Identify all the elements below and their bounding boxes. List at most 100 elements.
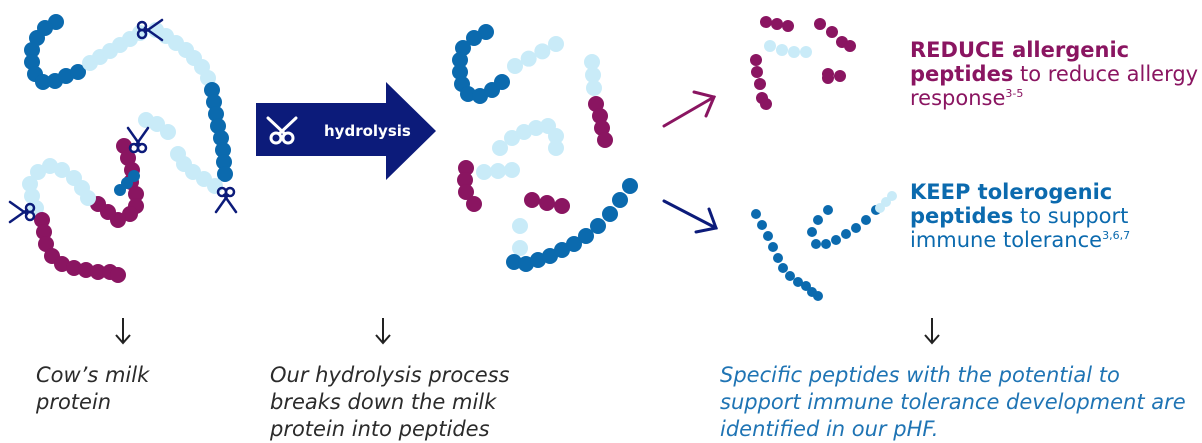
peptide-bead xyxy=(528,120,544,136)
hydrolysis-arrow-label: hydrolysis xyxy=(324,122,411,140)
peptide-bead xyxy=(622,178,638,194)
peptide-bead xyxy=(458,160,474,176)
peptide-bead xyxy=(455,40,471,56)
scissors-icon xyxy=(126,126,150,154)
peptide-bead xyxy=(204,82,220,98)
peptide-bead xyxy=(110,267,126,283)
peptide-bead xyxy=(585,67,601,83)
peptide-bead xyxy=(822,72,834,84)
hydrolysis-arrow: hydrolysis xyxy=(256,82,436,180)
peptide-bead xyxy=(592,108,608,124)
peptide-bead xyxy=(466,30,482,46)
peptide-bead xyxy=(754,78,766,90)
peptide-d xyxy=(588,96,613,148)
down-arrow-cows-milk xyxy=(115,318,131,345)
caption-cows-milk: Cow’s milk protein xyxy=(36,363,150,414)
scissors-icon xyxy=(8,200,36,224)
peptide-bead xyxy=(206,94,222,110)
kept-peptides-1 xyxy=(751,209,823,301)
peptide-f xyxy=(457,160,482,212)
peptide-bead xyxy=(800,46,812,58)
protein-chain-6 xyxy=(138,112,176,140)
peptide-bead xyxy=(612,192,628,208)
peptide-bead xyxy=(66,170,82,186)
peptide-bead xyxy=(776,44,788,56)
peptide-g xyxy=(476,162,520,180)
peptide-bead xyxy=(751,209,761,219)
peptide-bead xyxy=(492,140,508,156)
peptide-b xyxy=(507,36,564,74)
kept-peptides-2 xyxy=(807,205,881,249)
peptide-bead xyxy=(520,50,537,67)
peptide-bead xyxy=(66,260,82,276)
scissors-icon xyxy=(214,186,238,214)
peptide-bead xyxy=(38,236,54,252)
scissors-icon xyxy=(136,18,164,42)
reduced-peptides-2 xyxy=(764,40,812,58)
peptide-bead xyxy=(778,263,788,273)
peptide-bead xyxy=(22,176,38,192)
peptide-bead xyxy=(524,192,540,208)
peptide-bead xyxy=(160,124,176,140)
peptide-bead xyxy=(512,218,528,234)
peptide-bead xyxy=(539,195,555,211)
peptide-bead xyxy=(128,170,140,182)
reduce-outcome-rest: to reduce allergy response xyxy=(910,62,1199,110)
peptide-bead xyxy=(590,218,606,234)
reduced-peptides-3 xyxy=(750,54,772,110)
peptide-bead xyxy=(823,205,833,215)
peptide-bead xyxy=(584,54,600,70)
peptide-bead xyxy=(24,42,40,58)
protein-chain-3 xyxy=(148,22,216,86)
peptide-bead xyxy=(750,54,762,66)
peptide-bead xyxy=(458,184,474,200)
peptide-bead xyxy=(534,43,551,60)
scissors-icon xyxy=(266,116,298,145)
peptide-bead xyxy=(763,231,773,241)
peptide-bead xyxy=(507,58,523,74)
peptide-bead xyxy=(811,239,821,249)
peptide-bead xyxy=(844,40,856,52)
peptide-bead xyxy=(757,220,767,230)
peptide-bead xyxy=(138,112,154,128)
reduce-outcome-ref: 3-5 xyxy=(1005,87,1024,100)
caption-peptides: Specific peptides with the potential to … xyxy=(720,363,1186,441)
peptide-bead xyxy=(760,98,772,110)
peptide-bead xyxy=(29,30,45,46)
protein-chain-9 xyxy=(34,212,126,283)
peptide-bead xyxy=(542,248,558,264)
peptide-bead xyxy=(785,271,795,281)
peptide-bead xyxy=(831,235,841,245)
peptide-bead xyxy=(472,88,488,104)
protein-chain-10 xyxy=(114,170,140,196)
peptide-bead xyxy=(90,264,106,280)
peptide-c xyxy=(584,54,602,96)
peptide-bead xyxy=(814,18,826,30)
peptide-bead xyxy=(793,277,803,287)
peptide-bead xyxy=(478,24,494,40)
peptide-bead xyxy=(504,130,520,146)
peptide-bead xyxy=(466,196,482,212)
protein-chain-1 xyxy=(24,14,86,90)
peptide-bead xyxy=(506,254,522,270)
peptide-bead xyxy=(217,166,233,182)
scissors-group xyxy=(8,18,238,224)
peptide-j xyxy=(506,178,638,272)
peptide-bead xyxy=(215,142,231,158)
kept-peptides-3 xyxy=(875,191,897,213)
peptide-bead xyxy=(452,52,468,68)
peptide-bead xyxy=(851,223,861,233)
peptide-bead xyxy=(476,164,492,180)
peptide-bead xyxy=(788,46,800,58)
down-arrow-hydrolysis xyxy=(375,318,391,345)
peptide-bead xyxy=(554,198,570,214)
reduce-outcome-text: REDUCE allergenic peptides to reduce all… xyxy=(910,38,1200,110)
keep-outcome-ref: 3,6,7 xyxy=(1102,229,1131,242)
peptide-bead xyxy=(122,206,138,222)
peptide-bead xyxy=(841,229,851,239)
keep-outcome-bold: KEEP tolerogenic peptides xyxy=(910,180,1113,228)
peptide-bead xyxy=(213,130,229,146)
peptide-bead xyxy=(887,191,897,201)
peptide-bead xyxy=(813,215,823,225)
